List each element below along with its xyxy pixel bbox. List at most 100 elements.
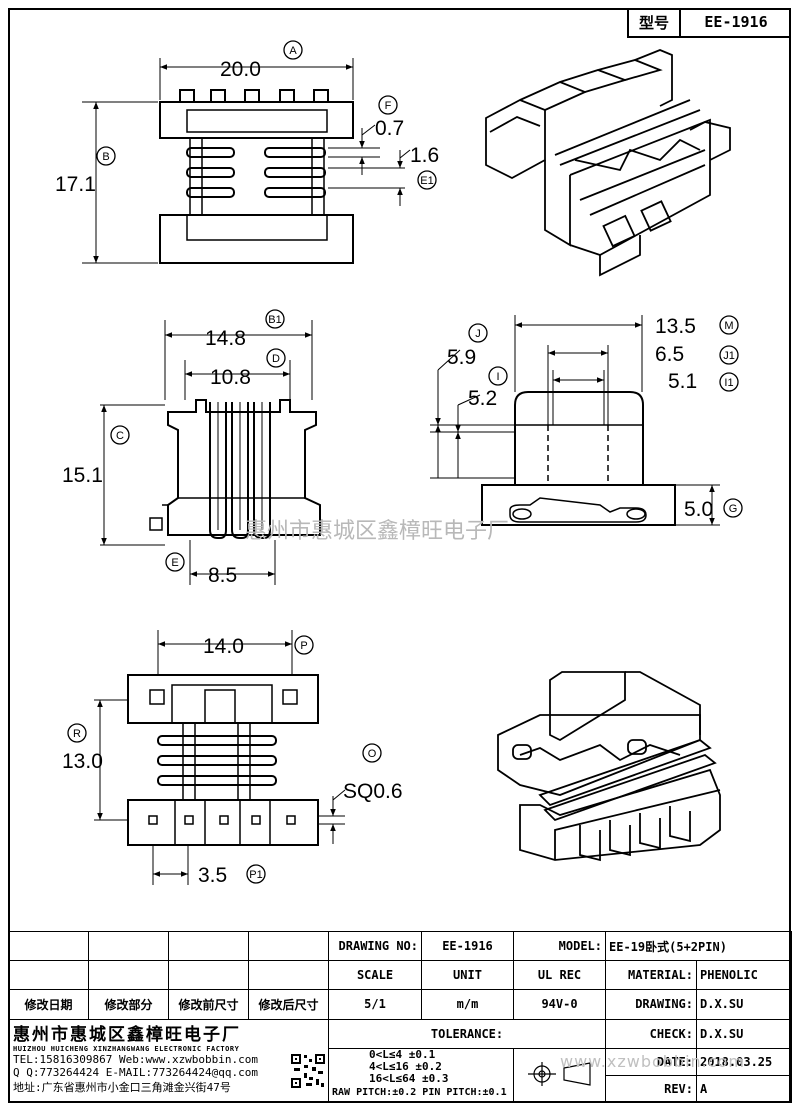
dim-pin-pitch: 3.5 xyxy=(198,864,227,887)
dim-side-height: 15.1 xyxy=(62,464,103,487)
tolerance-label: TOLERANCE: xyxy=(328,1018,606,1049)
drawing-no-label: DRAWING NO: xyxy=(328,930,422,962)
front-view xyxy=(481,391,676,526)
svg-text:G: G xyxy=(729,503,738,515)
ul-value: 94V-0 xyxy=(513,989,606,1020)
tag-A: A xyxy=(283,40,303,60)
tag-I1: I1 xyxy=(719,372,739,392)
dimension-tags: A B F E1 B1 D C E M J1 I1 J I G P R O P1 xyxy=(67,40,743,884)
unit-label: UNIT xyxy=(421,960,514,991)
dim-fin-gap: 1.6 xyxy=(410,144,439,167)
model-header: 型号 EE-1916 xyxy=(627,8,791,38)
tag-E1: E1 xyxy=(417,170,437,190)
dim-front-width: 13.5 xyxy=(655,315,696,338)
tag-B1: B1 xyxy=(265,309,285,329)
svg-text:M: M xyxy=(724,320,733,332)
tolerance-row-2: 4<L≤16 ±0.2 xyxy=(369,1059,442,1073)
dim-front-h1: 5.9 xyxy=(447,346,476,369)
svg-text:O: O xyxy=(368,748,377,760)
material-value: PHENOLIC xyxy=(695,960,793,991)
dim-front-inner2: 5.1 xyxy=(668,370,697,393)
dim-front-base: 5.0 xyxy=(684,498,713,521)
svg-text:J: J xyxy=(475,328,481,340)
isometric-bottom-view xyxy=(497,671,721,862)
watermark-url: www.xzwbobbin.com xyxy=(560,1052,745,1071)
dim-bottom-view-width: 14.0 xyxy=(203,635,244,658)
rev-value: A xyxy=(695,1074,793,1104)
top-view xyxy=(159,89,354,264)
svg-text:I: I xyxy=(496,371,499,383)
tag-O: O xyxy=(362,743,382,763)
rev-col-part: 修改部分 xyxy=(88,989,169,1020)
tag-R: R xyxy=(67,723,87,743)
svg-text:D: D xyxy=(272,353,280,365)
drawing-no-value: EE-1916 xyxy=(421,930,514,962)
svg-text:E1: E1 xyxy=(420,175,433,187)
rev-col-date: 修改日期 xyxy=(8,989,89,1020)
ul-label: UL REC xyxy=(513,960,606,991)
tag-P1: P1 xyxy=(246,864,266,884)
rev-label: REV: xyxy=(605,1074,697,1104)
unit-value: m/m xyxy=(421,989,514,1020)
tolerance-row-1: 0<L≤4 ±0.1 xyxy=(369,1048,436,1061)
dim-front-inner1: 6.5 xyxy=(655,343,684,366)
technical-drawing: 20.0 17.1 0.7 1.6 14.8 10.8 15.1 8.5 13.… xyxy=(55,40,743,887)
drawing-by-value: D.X.SU xyxy=(695,989,793,1020)
material-label: MATERIAL: xyxy=(605,960,697,991)
tag-F: F xyxy=(378,95,398,115)
tag-M: M xyxy=(719,315,739,335)
dim-fin-thickness: 0.7 xyxy=(375,117,404,140)
svg-text:I1: I1 xyxy=(724,377,733,389)
dim-pin-square: SQ0.6 xyxy=(343,780,403,803)
tag-C: C xyxy=(110,425,130,445)
svg-text:J1: J1 xyxy=(723,350,735,362)
tag-B: B xyxy=(96,146,116,166)
company-qq: Q Q:773264424 E-MAIL:773264424@qq.com xyxy=(13,1065,259,1079)
svg-text:F: F xyxy=(385,100,392,112)
model-header-value: EE-1916 xyxy=(704,13,768,31)
company-name-cn: 惠州市惠城区鑫樟旺电子厂 xyxy=(13,1024,241,1045)
pitch-tolerance: RAW PITCH:±0.2 PIN PITCH:±0.1 xyxy=(332,1087,507,1098)
tolerance-table: 0<L≤4 ±0.1 4<L≤16 ±0.2 16<L≤64 ±0.3 xyxy=(328,1047,514,1104)
qr-code-icon xyxy=(290,1052,326,1089)
tag-P: P xyxy=(294,635,314,655)
dim-top-width: 20.0 xyxy=(220,58,261,81)
dim-top-height: 17.1 xyxy=(55,173,96,196)
svg-text:A: A xyxy=(289,45,297,57)
tag-E: E xyxy=(165,552,185,572)
dimension-labels: 20.0 17.1 0.7 1.6 14.8 10.8 15.1 8.5 13.… xyxy=(55,58,713,887)
scale-label: SCALE xyxy=(328,960,422,991)
side-view xyxy=(149,399,321,539)
watermark-text: 惠州市惠城区鑫樟旺电子厂 xyxy=(245,519,510,544)
drawing-by-label: DRAWING: xyxy=(605,989,697,1020)
tolerance-row-3: 16<L≤64 ±0.3 xyxy=(369,1071,449,1085)
tag-J1: J1 xyxy=(719,345,739,365)
tag-G: G xyxy=(723,498,743,518)
svg-text:C: C xyxy=(116,430,124,442)
svg-text:R: R xyxy=(73,728,81,740)
tag-J: J xyxy=(468,323,488,343)
check-value: D.X.SU xyxy=(695,1018,793,1049)
dim-front-h2: 5.2 xyxy=(468,387,497,410)
bottom-view xyxy=(127,674,319,846)
company-name-en: HUIZHOU HUICHENG XINZHANGWANG ELECTRONIC… xyxy=(13,1044,240,1053)
svg-text:P: P xyxy=(300,640,307,652)
model-header-label: 型号 xyxy=(629,8,681,36)
svg-text:B1: B1 xyxy=(268,314,281,326)
dim-bottom-width: 8.5 xyxy=(208,564,237,587)
title-block: DRAWING NO: EE-1916 MODEL: EE-19卧式(5+2PI… xyxy=(8,930,793,1104)
model-value: EE-19卧式(5+2PIN) xyxy=(604,930,793,962)
dim-side-width: 14.8 xyxy=(205,327,246,350)
company-tel: TEL:15816309867 Web:www.xzwbobbin.com xyxy=(13,1052,259,1066)
rev-col-before: 修改前尺寸 xyxy=(168,989,249,1020)
check-label: CHECK: xyxy=(605,1018,697,1049)
svg-text:B: B xyxy=(102,151,109,163)
svg-text:P1: P1 xyxy=(249,869,262,881)
tag-D: D xyxy=(266,348,286,368)
company-info: 惠州市惠城区鑫樟旺电子厂 HUIZHOU HUICHENG XINZHANGWA… xyxy=(8,1018,329,1104)
dim-bottom-view-height: 13.0 xyxy=(62,750,103,773)
svg-text:E: E xyxy=(171,557,178,569)
dim-inner-width: 10.8 xyxy=(210,366,251,389)
scale-value: 5/1 xyxy=(328,989,422,1020)
projection-symbol-icon xyxy=(527,1061,591,1086)
